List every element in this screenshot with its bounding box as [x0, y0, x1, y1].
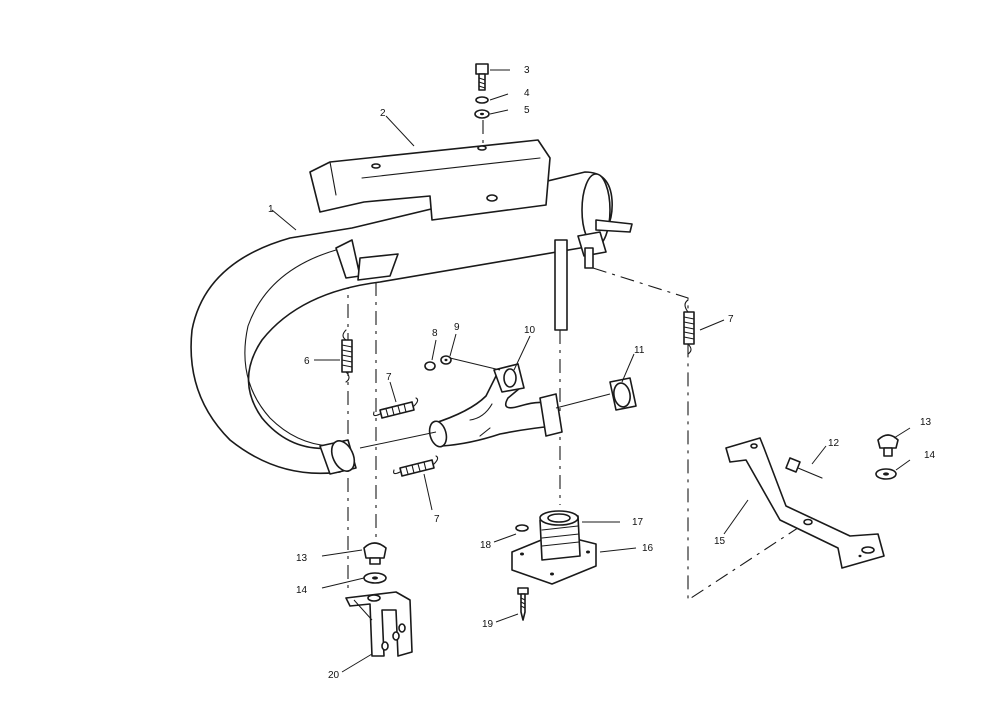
callout-16: 16 [642, 543, 654, 554]
callout-3: 3 [524, 65, 530, 76]
callout-17: 17 [632, 517, 644, 528]
bracket-right [725, 437, 885, 569]
spring-6 [341, 329, 353, 383]
callout-14-left: 14 [296, 585, 308, 596]
callout-12: 12 [828, 438, 840, 449]
callout-1: 1 [268, 204, 274, 215]
y-pipe-manifold [428, 363, 563, 448]
grommet-left [363, 542, 387, 584]
callout-9: 9 [454, 322, 460, 333]
grommet-right [875, 434, 899, 480]
screw-19 [517, 587, 529, 621]
callout-2: 2 [380, 108, 386, 119]
callout-6: 6 [304, 356, 310, 367]
callout-7-upper: 7 [386, 372, 392, 383]
bolt-12 [785, 457, 823, 479]
spring-7-lower [393, 455, 439, 477]
heat-shield [309, 139, 551, 221]
washer-18 [515, 524, 529, 532]
leader-lines [271, 69, 911, 673]
muffler [190, 171, 633, 475]
callout-numbers: 1 2 3 4 5 6 7 7 7 8 9 10 11 12 13 13 14 … [268, 65, 936, 681]
callout-19: 19 [482, 619, 494, 630]
gasket [609, 377, 637, 411]
callout-7-right: 7 [728, 314, 734, 325]
callout-14-right: 14 [924, 450, 936, 461]
callout-13-left: 13 [296, 553, 308, 564]
callout-11: 11 [634, 345, 645, 356]
spring-7-upper [373, 397, 419, 419]
nut-and-washer [424, 355, 452, 371]
callout-10: 10 [524, 325, 536, 336]
callout-7-lower: 7 [434, 514, 440, 525]
callout-8: 8 [432, 328, 438, 339]
callout-15: 15 [714, 536, 726, 547]
callout-20: 20 [328, 670, 340, 681]
callout-18: 18 [480, 540, 492, 551]
shield-bolt-stack [474, 63, 490, 119]
isolator-mount [511, 510, 597, 585]
spring-7-right [683, 299, 695, 355]
callout-4: 4 [524, 88, 530, 99]
callout-13-right: 13 [920, 417, 932, 428]
callout-5: 5 [524, 105, 530, 116]
bracket-left [345, 591, 413, 657]
